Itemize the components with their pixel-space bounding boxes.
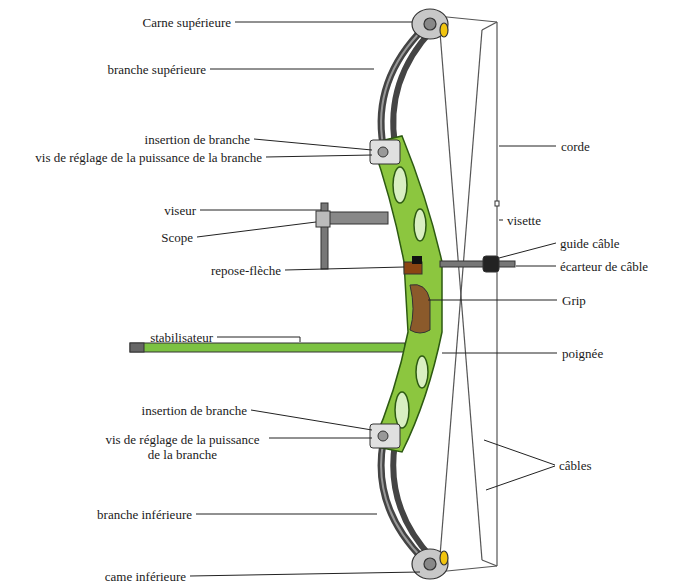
cable-guide	[440, 256, 515, 272]
cable-slide-label: écarteur de câble	[560, 259, 648, 274]
arrow-rest-label: repose-flèche	[211, 263, 281, 278]
peep-sight	[495, 201, 499, 206]
limb-label: branche inférieure	[97, 507, 192, 522]
limb-pocket-label: insertion de branche	[142, 403, 247, 418]
stabilizer-label: stabilisateur	[150, 330, 213, 345]
limb-pocket-label: insertion de branche	[145, 132, 250, 147]
limb-label: branche supérieure	[107, 62, 206, 77]
bottom-cam-label: came inférieure	[105, 569, 186, 584]
string-label: corde	[561, 139, 590, 154]
limb-bolt-label: vis de réglage de la puissance de la bra…	[35, 150, 262, 165]
riser	[372, 136, 442, 452]
cables-label: câbles	[559, 458, 591, 473]
limb-bolt-label: vis de réglage de la puissance de la bra…	[100, 432, 265, 462]
arrow-rest-launcher	[412, 256, 422, 264]
sight	[316, 203, 388, 269]
grip	[410, 285, 430, 333]
peep-sight-label: visette	[507, 213, 541, 228]
string-and-cables	[437, 16, 497, 572]
limb-pockets	[370, 140, 400, 448]
grip-label: Grip	[562, 293, 586, 308]
sight-label: viseur	[164, 203, 196, 218]
scope-label: Scope	[161, 230, 193, 245]
cable-guide-label: guide câble	[560, 236, 620, 251]
leader-lines	[190, 22, 557, 576]
riser-label: poignée	[562, 346, 603, 361]
top-cam-label: Carne supérieure	[143, 15, 231, 30]
